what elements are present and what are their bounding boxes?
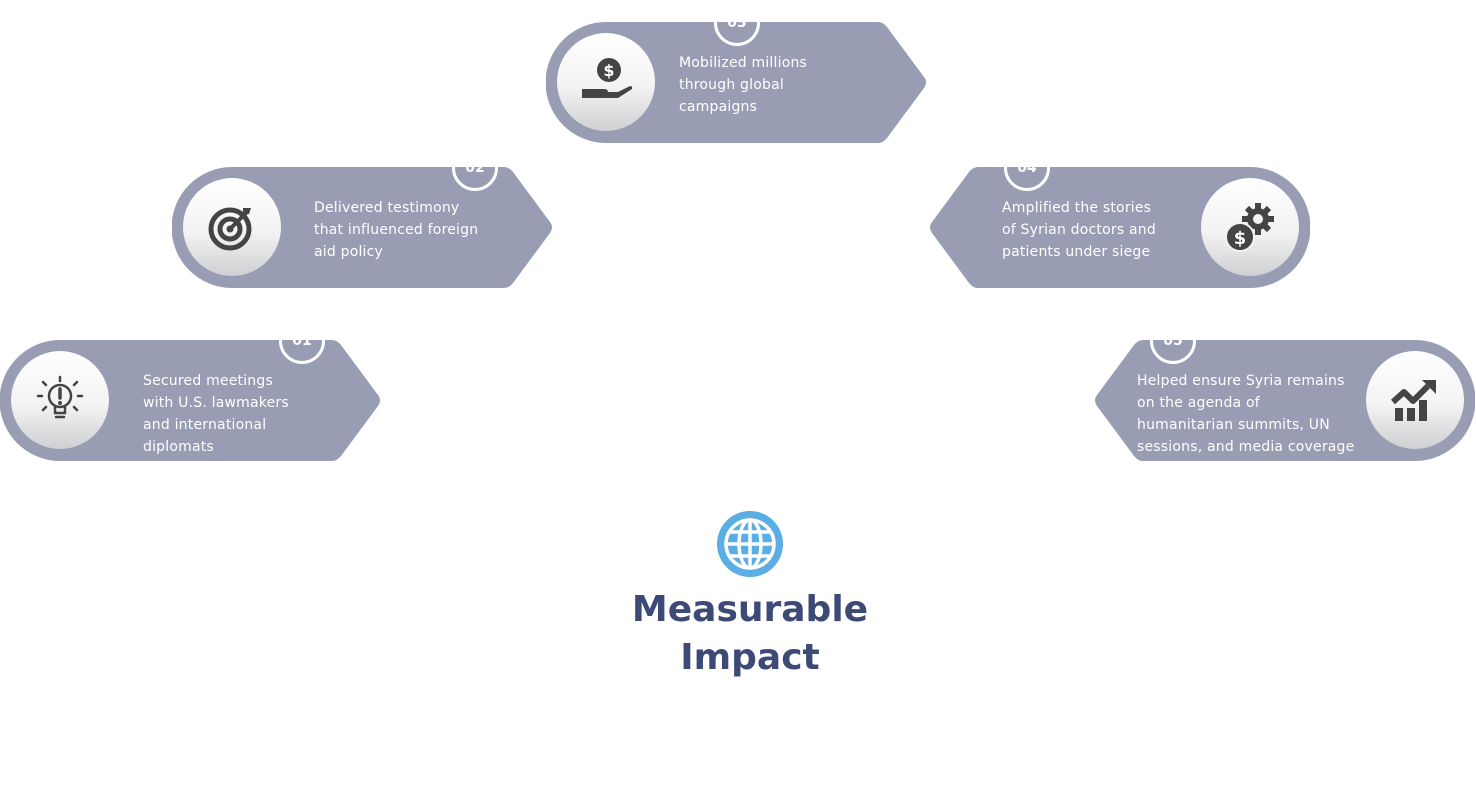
- impact-card-04: $ 04 Amplified the stories of Syrian doc…: [928, 145, 1310, 288]
- hand-money-icon: $: [557, 33, 655, 131]
- page-title: Measurable Impact: [631, 589, 869, 678]
- gear-dollar-icon: $: [1201, 178, 1299, 276]
- lightbulb-icon: [11, 351, 109, 449]
- step-number: 01: [279, 318, 325, 364]
- step-number: 04: [1004, 145, 1050, 191]
- step-number: 03: [714, 0, 760, 46]
- card-text: Amplified the stories of Syrian doctors …: [1002, 200, 1156, 260]
- step-number: 02: [452, 145, 498, 191]
- card-text: Mobilized millions through global campai…: [679, 55, 808, 115]
- svg-text:$: $: [1234, 228, 1247, 249]
- growth-chart-icon: [1366, 351, 1464, 449]
- impact-card-01: 01 Secured meetings with U.S. lawmakers …: [0, 318, 382, 461]
- impact-card-03: $ 03 Mobilized millions through global c…: [546, 0, 928, 143]
- target-icon: [183, 178, 281, 276]
- card-text: Helped ensure Syria remains on the agend…: [1137, 373, 1355, 455]
- impact-card-02: 02 Delivered testimony that influenced f…: [172, 145, 554, 288]
- card-text: Secured meetings with U.S. lawmakers and…: [143, 373, 289, 455]
- globe-icon: [716, 510, 784, 582]
- impact-card-05: 05 Helped ensure Syria remains on the ag…: [1093, 318, 1475, 461]
- svg-text:$: $: [603, 61, 614, 80]
- card-text: Delivered testimony that influenced fore…: [314, 200, 479, 260]
- step-number: 05: [1150, 318, 1196, 364]
